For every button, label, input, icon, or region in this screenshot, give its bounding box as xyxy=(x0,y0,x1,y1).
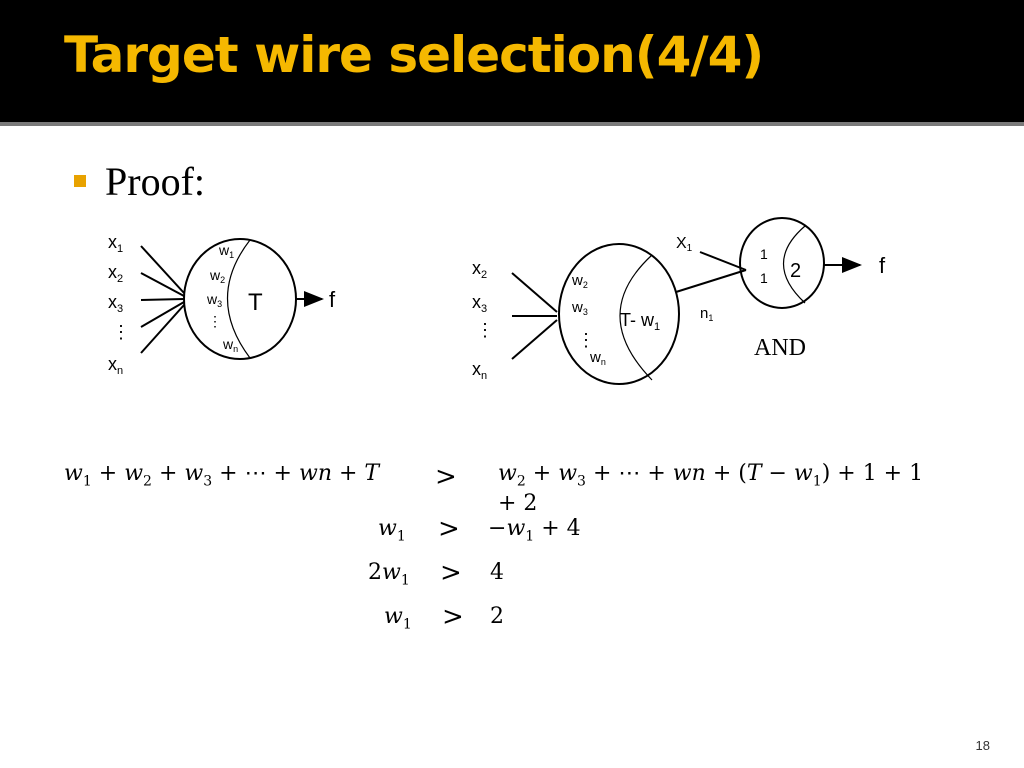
left-input-line-1 xyxy=(140,245,185,294)
right-gate-inner-arc xyxy=(619,254,653,381)
equation-2-rhs: −w1 + 4 xyxy=(488,516,581,545)
and-gate-circle xyxy=(739,217,825,309)
left-input-dots: ⋮ xyxy=(112,322,130,342)
equation-4-relation: > xyxy=(442,602,464,632)
left-input-label: x3 xyxy=(108,292,123,315)
left-gate: x1 x2 x3 ⋮ xn w1 w2 w3 ⋮ wn T f xyxy=(108,232,336,377)
equation-3-rhs: 4 xyxy=(490,560,504,585)
bullet-text: Proof: xyxy=(105,159,205,204)
right-to-and-line xyxy=(675,269,747,293)
page-number: 18 xyxy=(975,738,990,753)
left-output-label: f xyxy=(329,287,336,312)
equation-1-rhs-cont: + 2 xyxy=(498,491,538,516)
and-threshold: 2 xyxy=(790,260,801,282)
left-input-line-2 xyxy=(140,272,185,297)
and-weight-2: 1 xyxy=(760,270,768,286)
bullet-marker xyxy=(74,175,86,187)
equation-4-rhs: 2 xyxy=(490,604,504,629)
left-weight-label: w1 xyxy=(218,242,234,260)
left-input-line-4 xyxy=(140,301,185,328)
left-threshold: T xyxy=(248,289,263,316)
right-gate: x2 x3 ⋮ xn w2 w3 ⋮ wn T- w1 n1 X1 1 1 2 … xyxy=(472,217,886,385)
and-label: AND xyxy=(754,335,806,361)
left-input-label: x1 xyxy=(108,232,123,255)
right-weight-label: w3 xyxy=(571,299,588,317)
right-input-dots: ⋮ xyxy=(476,320,494,340)
right-input-line-1 xyxy=(511,272,558,313)
left-gate-circle xyxy=(183,238,297,360)
right-input-line-3 xyxy=(511,319,558,360)
equation-2-relation: > xyxy=(438,514,460,544)
right-weight-label: w2 xyxy=(571,272,588,290)
node-label-n1: n1 xyxy=(700,305,713,323)
equation-3-relation: > xyxy=(440,558,462,588)
equation-1-rhs: w2 + w3 + ⋯ + wn + (T − w1) + 1 + 1 xyxy=(498,461,924,490)
x1-label: X1 xyxy=(676,235,693,254)
and-gate-inner-arc xyxy=(783,225,806,304)
title-rule xyxy=(0,122,1024,126)
equation-1-lhs: w1 + w2 + w3 + ⋯ + wn + T xyxy=(64,461,380,490)
left-weight-label: w3 xyxy=(206,291,222,309)
right-weight-dots: ⋮ xyxy=(577,330,595,350)
right-weight-label: wn xyxy=(589,349,606,367)
title-bar xyxy=(0,0,1024,126)
right-input-label: x2 xyxy=(472,258,487,281)
right-input-label: xn xyxy=(472,359,487,382)
right-gate-circle xyxy=(558,243,680,385)
equation-2-lhs: w1 xyxy=(378,516,406,545)
left-input-line-3 xyxy=(140,298,185,301)
slide-title: Target wire selection(4/4) xyxy=(64,26,764,84)
right-output-label: f xyxy=(879,253,886,278)
left-input-label: xn xyxy=(108,354,123,377)
left-input-line-5 xyxy=(140,304,185,354)
equation-1-relation: > xyxy=(435,462,457,492)
left-weight-label: w2 xyxy=(209,267,225,285)
right-input-label: x3 xyxy=(472,292,487,315)
right-threshold: T- w1 xyxy=(620,310,660,333)
equation-4-lhs: w1 xyxy=(384,604,412,633)
and-weight-1: 1 xyxy=(760,246,768,262)
left-weight-dots: ⋮ xyxy=(208,313,222,329)
left-input-label: x2 xyxy=(108,262,123,285)
equation-3-lhs: 2w1 xyxy=(368,560,410,589)
left-weight-label: wn xyxy=(222,336,238,354)
left-gate-inner-arc xyxy=(226,239,251,359)
x1-to-and-line xyxy=(699,251,747,271)
